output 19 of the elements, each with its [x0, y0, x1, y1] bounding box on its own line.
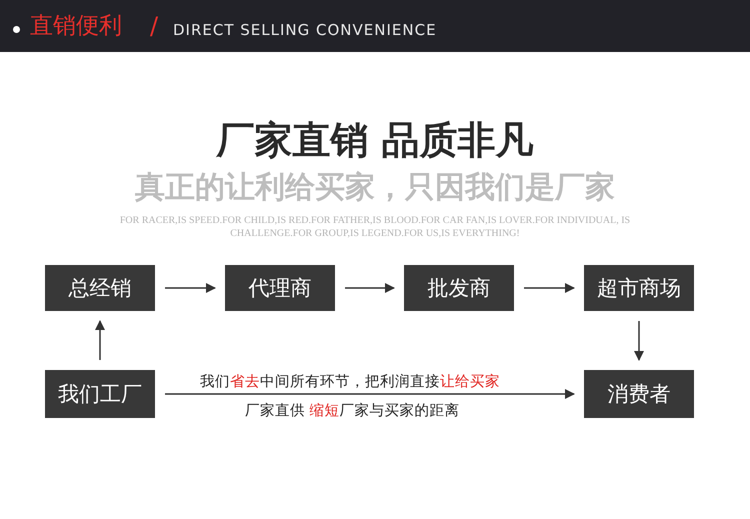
subheadline: 真正的让利给买家，只因我们是厂家: [135, 170, 615, 205]
edge-label: 我们省去中间所有环节，把利润直接让给买家: [198, 372, 502, 391]
process-box: 代理商: [225, 265, 335, 311]
process-box: 批发商: [404, 265, 514, 311]
slash-separator: /: [150, 11, 158, 41]
arrow: [524, 283, 575, 293]
section-title: 直销便利: [30, 12, 122, 41]
process-box: 总经销: [45, 265, 155, 311]
headline: 厂家直销 品质非凡: [216, 118, 534, 162]
process-box: 我们工厂: [45, 370, 155, 418]
arrow: [634, 321, 644, 361]
arrow: [95, 320, 105, 360]
slogan-text: FOR RACER,IS SPEED.FOR CHILD,IS RED.FOR FATHER,IS BLOOD.FOR CAR FAN,IS LOVER.FOR INDIVIDUAL, IS CHALLENGE.FOR GROUP,IS LEGEND.FOR US,IS EVERYTHING!: [118, 214, 632, 240]
process-box: 消费者: [584, 370, 694, 418]
section-subtitle: DIRECT SELLING CONVENIENCE: [173, 20, 437, 40]
arrow: [165, 283, 216, 293]
arrow: [345, 283, 395, 293]
process-box: 超市商场: [584, 265, 694, 311]
arrow: [165, 389, 575, 399]
